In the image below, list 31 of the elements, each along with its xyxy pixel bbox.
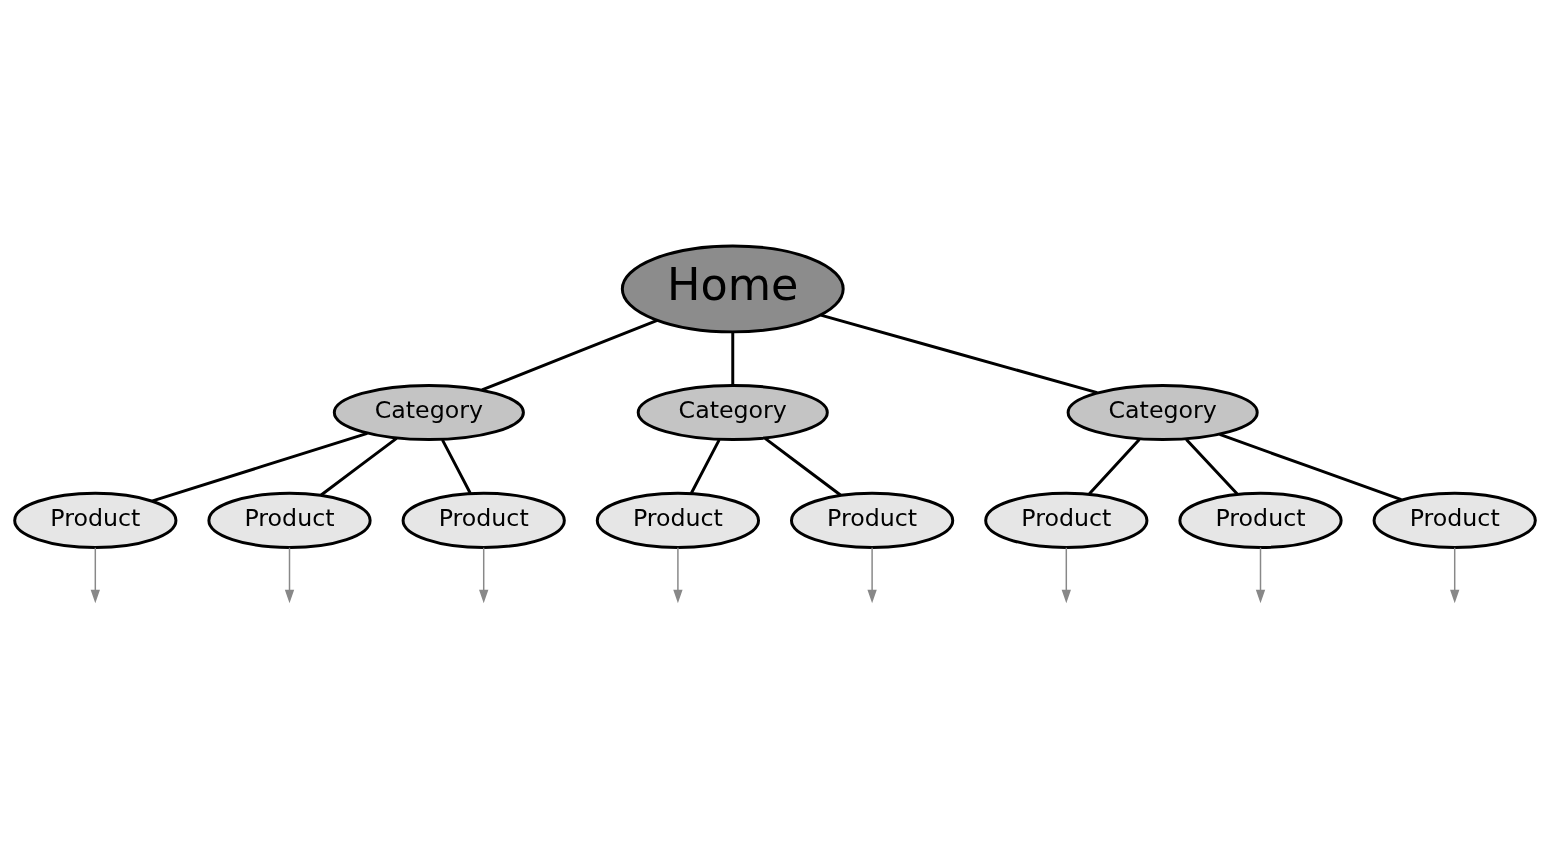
connector — [690, 438, 721, 494]
node-ellipse: Product — [984, 491, 1149, 549]
connector — [820, 313, 1098, 394]
connector — [1088, 437, 1141, 495]
node-ellipse: Category — [1066, 383, 1259, 441]
arrow — [284, 546, 295, 603]
node-ellipse: Product — [1372, 491, 1537, 549]
node-ellipse: Product — [1178, 491, 1343, 549]
node-ellipse: Product — [595, 491, 760, 549]
connector — [441, 438, 472, 494]
connector — [320, 436, 398, 496]
node-ellipse: Product — [790, 491, 955, 549]
connector — [152, 431, 368, 502]
node-ellipse: Category — [636, 383, 829, 441]
connector — [1185, 437, 1239, 495]
arrow — [1061, 546, 1071, 603]
connector — [764, 436, 842, 496]
connector — [481, 318, 658, 391]
arrow — [1450, 546, 1460, 603]
node-ellipse: Product — [13, 491, 178, 549]
node-ellipse: Category — [332, 383, 525, 441]
arrow — [1255, 546, 1266, 603]
node-ellipse: Product — [401, 491, 566, 549]
arrow — [479, 546, 489, 603]
arrow — [867, 546, 877, 603]
connector — [731, 331, 735, 385]
connector — [1219, 432, 1402, 501]
arrow — [90, 546, 100, 603]
node-ellipse: Home — [620, 243, 845, 333]
node-ellipse: Product — [207, 491, 372, 549]
arrow — [673, 546, 683, 603]
